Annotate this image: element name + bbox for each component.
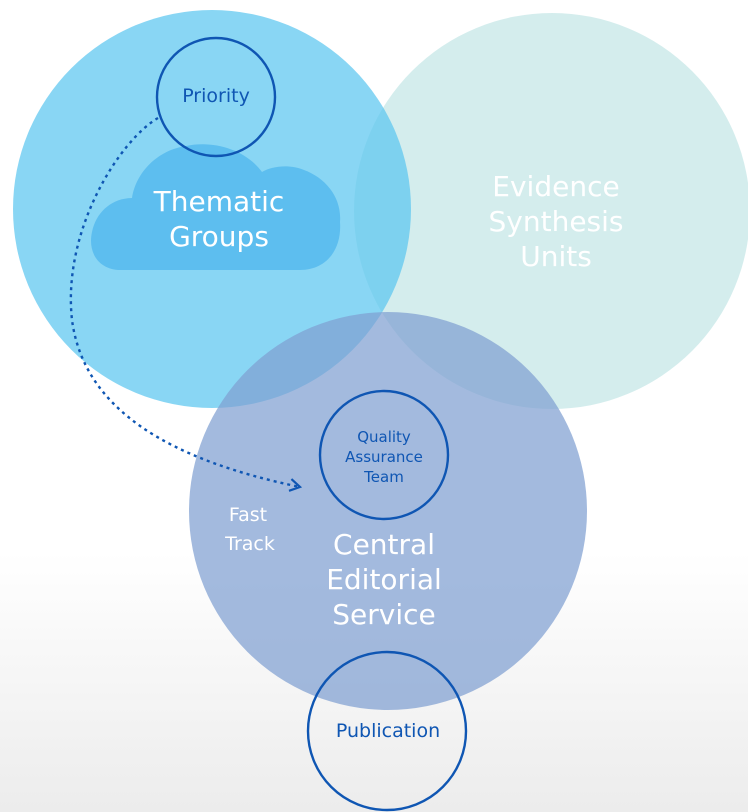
fast-track-label-2: Track [224,533,275,555]
central-editorial-label-2: Editorial [326,563,442,596]
quality-assurance-circle [318,389,450,521]
thematic-groups-label-1: Thematic [153,185,285,218]
priority-label: Priority [182,85,250,107]
cloud-icon [91,144,341,270]
quality-assurance-label-3: Team [363,468,404,486]
evidence-synthesis-label-1: Evidence [492,170,619,203]
publication-circle [306,650,468,812]
central-editorial-label-1: Central [333,528,435,561]
quality-assurance-label-1: Quality [357,428,411,446]
evidence-synthesis-circle [354,13,748,409]
central-editorial-circle [189,312,587,710]
publication-label: Publication [336,720,440,742]
priority-circle [155,36,277,158]
central-editorial-label-3: Service [332,598,435,631]
evidence-synthesis-label-2: Synthesis [489,205,624,238]
quality-assurance-label-2: Assurance [345,448,423,466]
evidence-synthesis-label-3: Units [520,240,592,273]
fast-track-label-1: Fast [229,504,267,526]
thematic-groups-label-2: Groups [169,220,269,253]
